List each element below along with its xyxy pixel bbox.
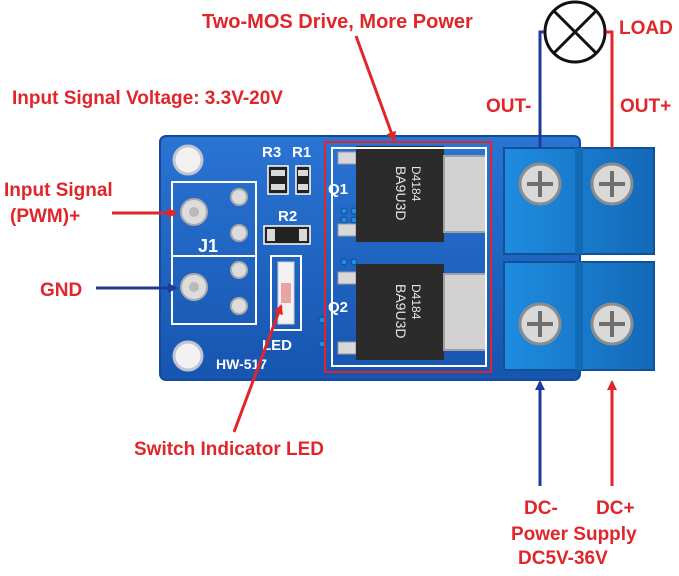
mosfet-q1: D4184 BA9U3D — [337, 146, 487, 242]
q1-marking-line2: BA9U3D — [393, 166, 409, 220]
label-out-minus: OUT- — [486, 96, 531, 117]
terminal-block-output — [503, 147, 655, 255]
q2-marking-line1: D4184 — [409, 284, 423, 320]
smd-resistors: R3 R1 R2 — [262, 144, 311, 245]
wire-out-minus — [538, 30, 544, 148]
q1-marking-line1: D4184 — [409, 166, 423, 202]
arrow-led — [232, 304, 283, 433]
label-out-plus: OUT+ — [620, 96, 671, 117]
label-dc-plus: DC+ — [596, 498, 635, 519]
terminal-block-power — [503, 261, 655, 371]
label-dc-minus: DC- — [524, 498, 558, 519]
silk-q2: Q2 — [328, 299, 348, 316]
label-input-signal-line1: Input Signal — [4, 180, 113, 201]
indicator-led: LED HW-517 — [216, 255, 302, 372]
label-switch-led: Switch Indicator LED — [134, 439, 324, 460]
label-input-signal-line2: (PWM)+ — [10, 206, 80, 227]
silk-r3: R3 — [262, 144, 281, 161]
label-power-supply-line2: DC5V-36V — [518, 548, 608, 569]
label-input-voltage: Input Signal Voltage: 3.3V-20V — [12, 88, 283, 109]
label-gnd: GND — [40, 280, 82, 301]
mos-highlight-inner — [331, 147, 487, 367]
wire-out-plus — [606, 30, 614, 148]
label-power-supply-line1: Power Supply — [511, 524, 637, 545]
mosfet-q2: D4184 BA9U3D — [337, 264, 487, 360]
label-load: LOAD — [619, 18, 673, 39]
silk-r2: R2 — [278, 208, 297, 225]
arrow-title — [354, 35, 396, 142]
mounting-hole-top — [172, 144, 204, 176]
silk-q1: Q1 — [328, 181, 348, 198]
j1-header: J1 — [171, 181, 257, 325]
load-lamp-icon — [543, 0, 607, 64]
resistor-r2 — [263, 225, 311, 245]
silk-j1: J1 — [198, 236, 218, 256]
q2-marking-line2: BA9U3D — [393, 284, 409, 338]
silk-model: HW-517 — [216, 356, 267, 372]
silk-led: LED — [262, 337, 292, 354]
mounting-hole-bottom — [172, 340, 204, 372]
label-title: Two-MOS Drive, More Power — [202, 11, 473, 33]
mos-highlight-outer — [324, 141, 492, 373]
silk-r1: R1 — [292, 144, 311, 161]
